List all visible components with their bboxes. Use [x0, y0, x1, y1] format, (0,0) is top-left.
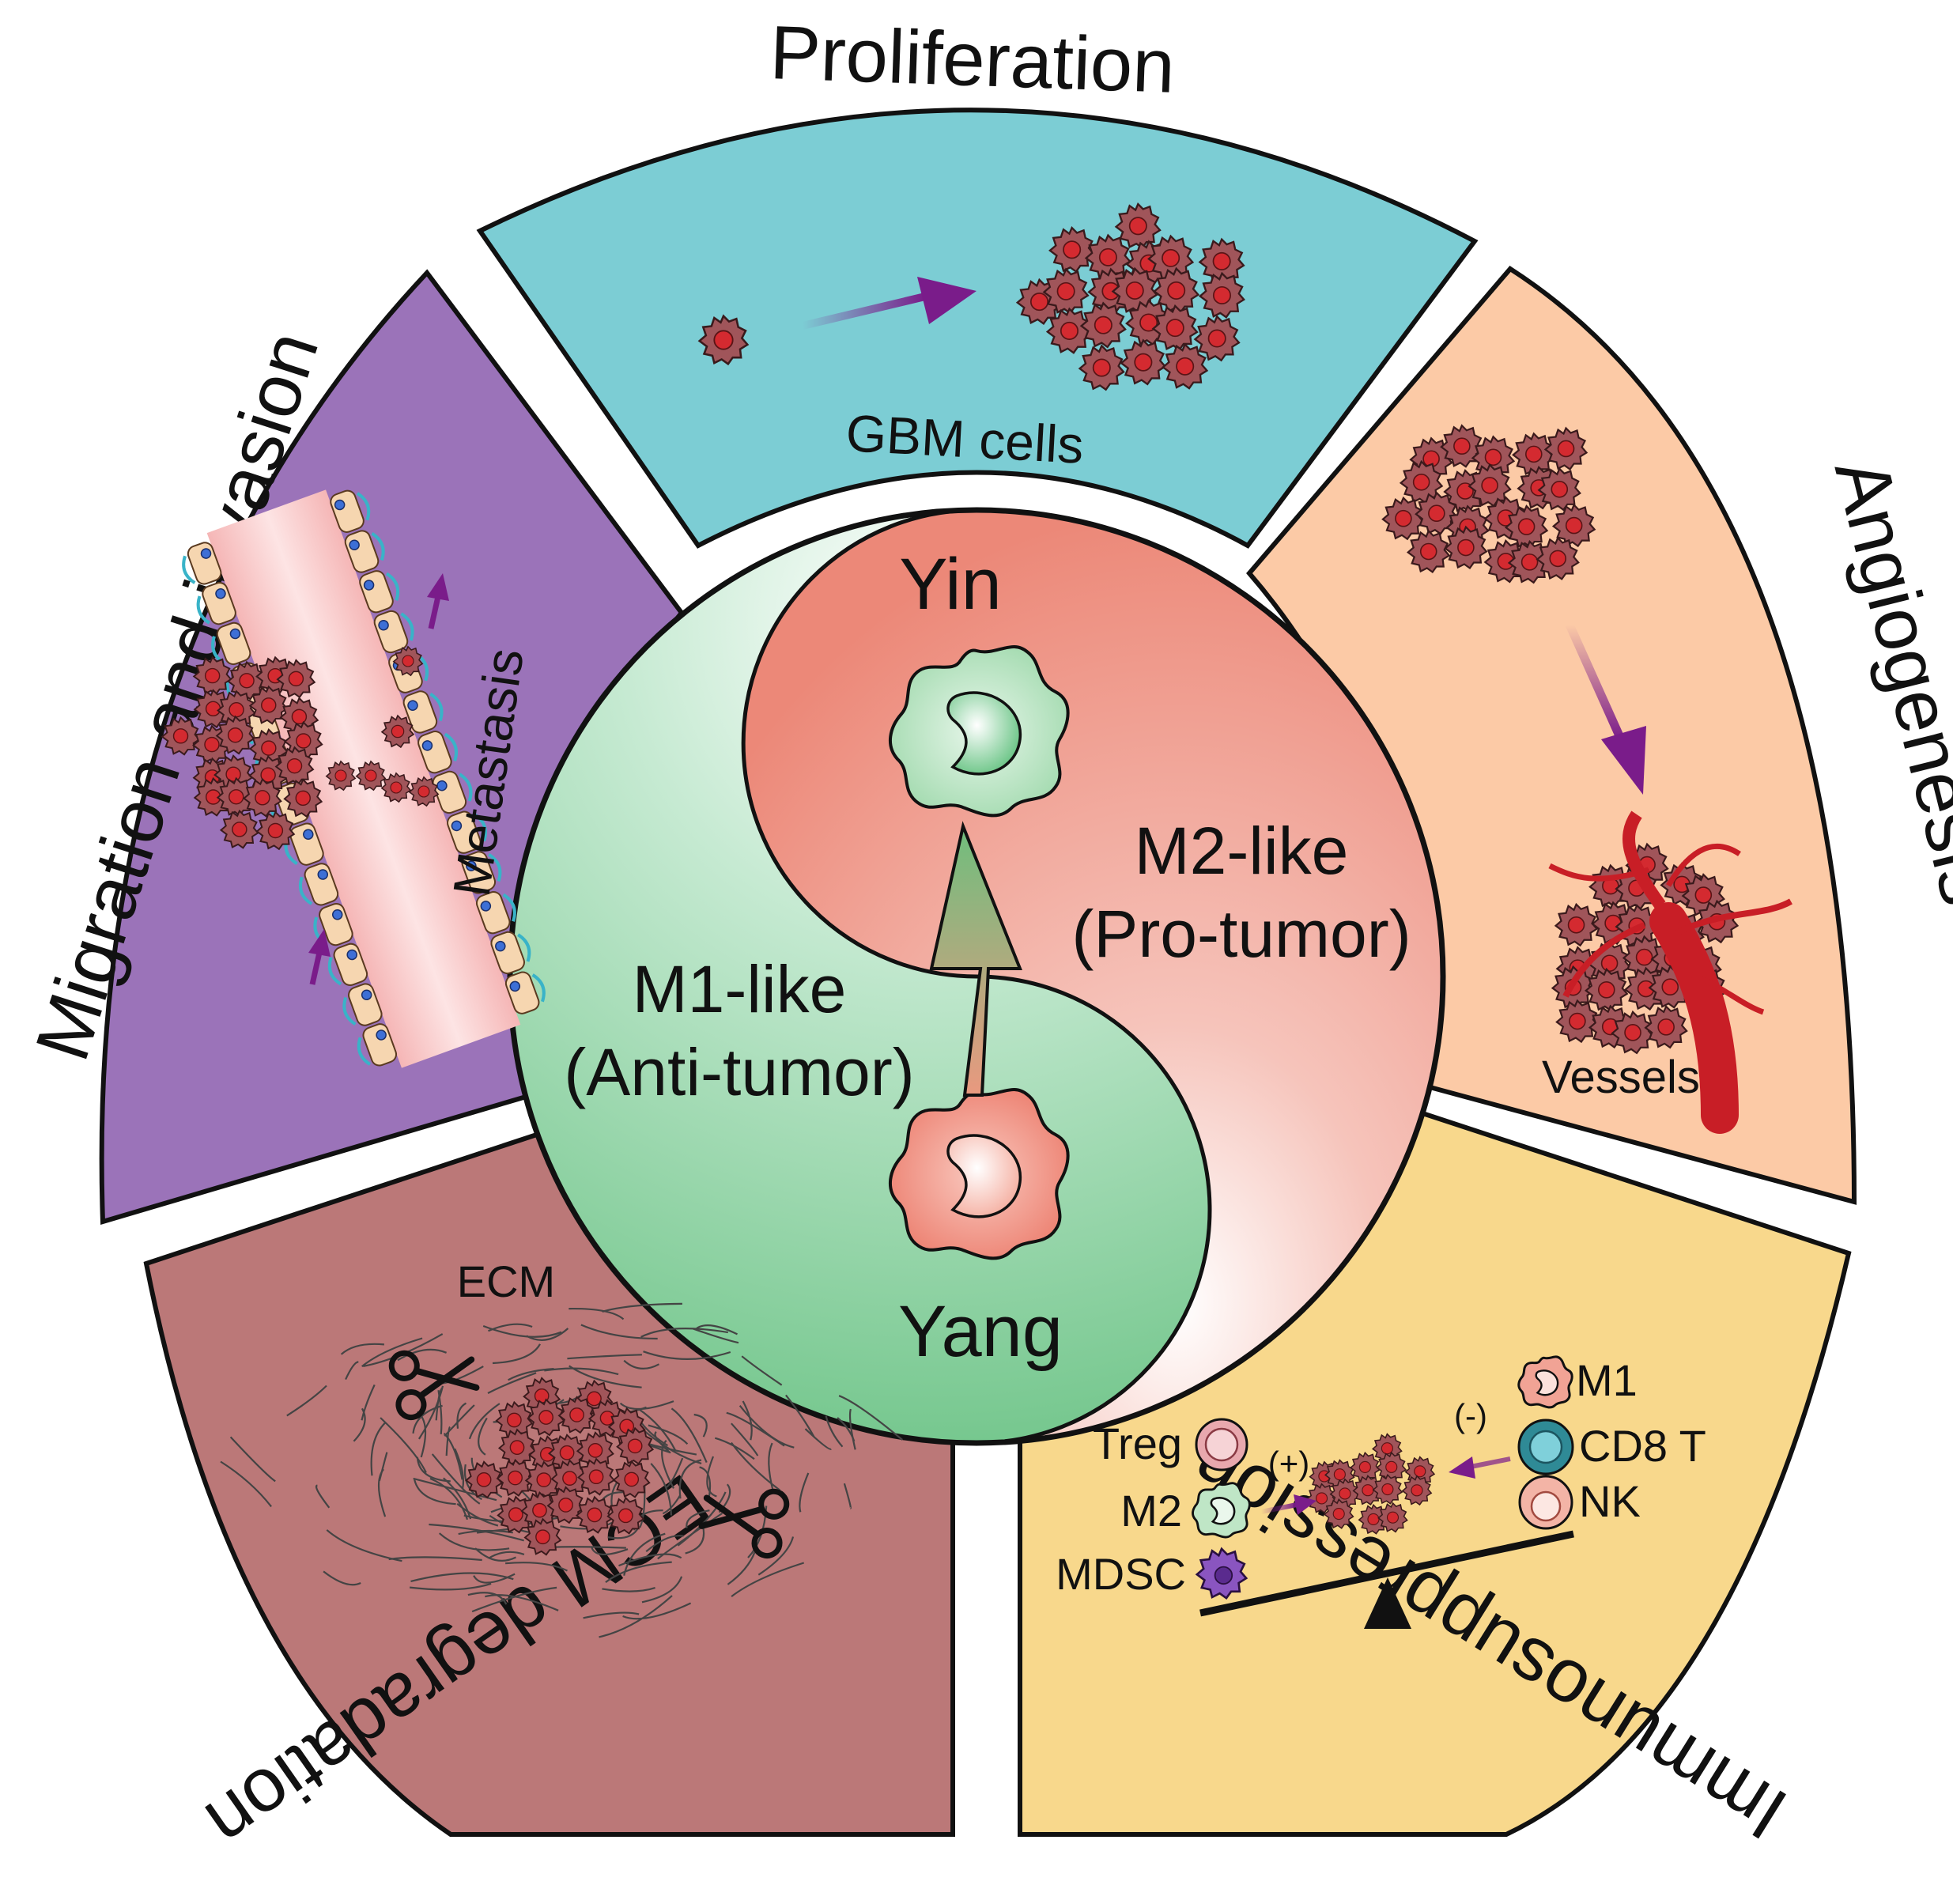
plus-label: (+): [1268, 1445, 1310, 1482]
scissors-icon-2: [698, 1488, 790, 1559]
mdsc-cell: [1195, 1547, 1248, 1600]
mdsc-label: MDSC: [1056, 1549, 1186, 1599]
ecm-label: ECM: [457, 1256, 555, 1306]
gbm-cells-label: GBM cells: [844, 403, 1085, 474]
angiogenesis-arrow: [1565, 622, 1646, 795]
m2-label: M2: [1120, 1486, 1182, 1536]
m2-small-cell: [1192, 1482, 1251, 1539]
cd8-t-label: CD8 T: [1579, 1421, 1706, 1471]
cd8-t-cell: [1517, 1419, 1574, 1475]
yang-label: Yang: [898, 1291, 1063, 1372]
balance-seesaw: [1199, 1530, 1574, 1629]
migration-arrow-low: [308, 929, 331, 985]
nk-cell: [1518, 1475, 1573, 1530]
proliferation-arrow: [801, 277, 976, 330]
migration-arrow-up: [427, 573, 449, 629]
proliferation-title: Proliferation: [769, 10, 1177, 109]
m1-macrophage-cell: [888, 644, 1070, 818]
plus-arrow: [1260, 1494, 1316, 1515]
angiogenesis-title: Angiogenesis: [1819, 451, 1953, 913]
pro-tumor-label: (Pro-tumor): [1071, 897, 1411, 971]
nk-label: NK: [1579, 1476, 1641, 1526]
sector-proliferation: [476, 108, 1479, 549]
treg-cell: [1195, 1418, 1248, 1471]
m1-small-cell: [1517, 1355, 1573, 1409]
yin-label: Yin: [899, 544, 1002, 625]
minus-label: (-): [1454, 1397, 1487, 1434]
m2-macrophage-cell: [888, 1087, 1070, 1260]
m2-like-label: M2-like: [1135, 814, 1349, 888]
ecm-fibers: [220, 1302, 904, 1638]
polarization-arrow: [929, 821, 1022, 1097]
vessels-label: Vessels: [1542, 1052, 1700, 1103]
minus-arrow: [1449, 1456, 1511, 1479]
m1-like-label: M1-like: [633, 952, 847, 1026]
m1-label: M1: [1576, 1355, 1638, 1405]
treg-label: Treg: [1093, 1419, 1182, 1468]
scissors-icon: [388, 1350, 480, 1421]
anti-tumor-label: (Anti-tumor): [564, 1035, 914, 1109]
blood-vessel: [1548, 810, 1792, 1134]
